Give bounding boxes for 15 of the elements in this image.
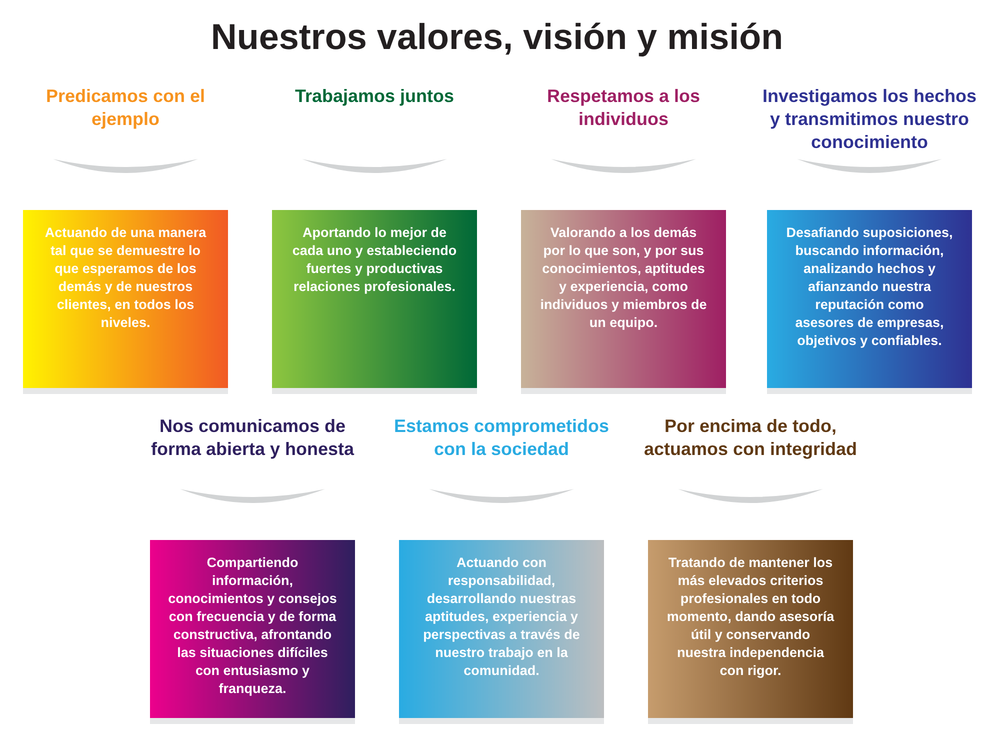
value-card: Actuando de una manera tal que se demuestre lo que esperamos de los demás y de nuestros clientes, en todos los niveles.: [23, 210, 228, 388]
value-card: Desafiando suposiciones, buscando información, analizando hechos y afianzando nuestra reputación como asesores de empresas, objetivos y confiables.: [767, 210, 972, 388]
card-heading: Trabajamos juntos: [294, 85, 456, 108]
value-card: Compartiendo información, conocimientos y consejos con frecuencia y de forma constructiva, afrontando las situaciones difíciles con entusiasmo y franqueza.: [150, 540, 355, 718]
card-heading: Investigamos los hechos y transmitimos nuestro conocimiento: [761, 85, 978, 154]
card-heading: Predicamos con el ejemplo: [44, 85, 206, 131]
card-heading: Nos comunicamos de forma abierta y honesta: [150, 415, 356, 461]
value-card: Aportando lo mejor de cada uno y estableciendo fuertes y productivas relaciones profesionales.: [272, 210, 477, 388]
card-heading: Estamos comprometidos con la sociedad: [392, 415, 610, 461]
value-card: Tratando de mantener los más elevados criterios profesionales en todo momento, dando asesoría útil y conservando nuestra independencia con rigor.: [648, 540, 853, 718]
card-heading: Por encima de todo, actuamos con integridad: [642, 415, 858, 461]
value-card: Actuando con responsabilidad, desarrollando nuestras aptitudes, experiencia y perspectivas a través de nuestro trabajo en la comunidad.: [399, 540, 604, 718]
value-card: Valorando a los demás por lo que son, y por sus conocimientos, aptitudes y experiencia, como individuos y miembros de un equipo.: [521, 210, 726, 388]
page-title: Nuestros valores, visión y misión: [210, 16, 784, 58]
card-heading: Respetamos a los individuos: [546, 85, 702, 131]
